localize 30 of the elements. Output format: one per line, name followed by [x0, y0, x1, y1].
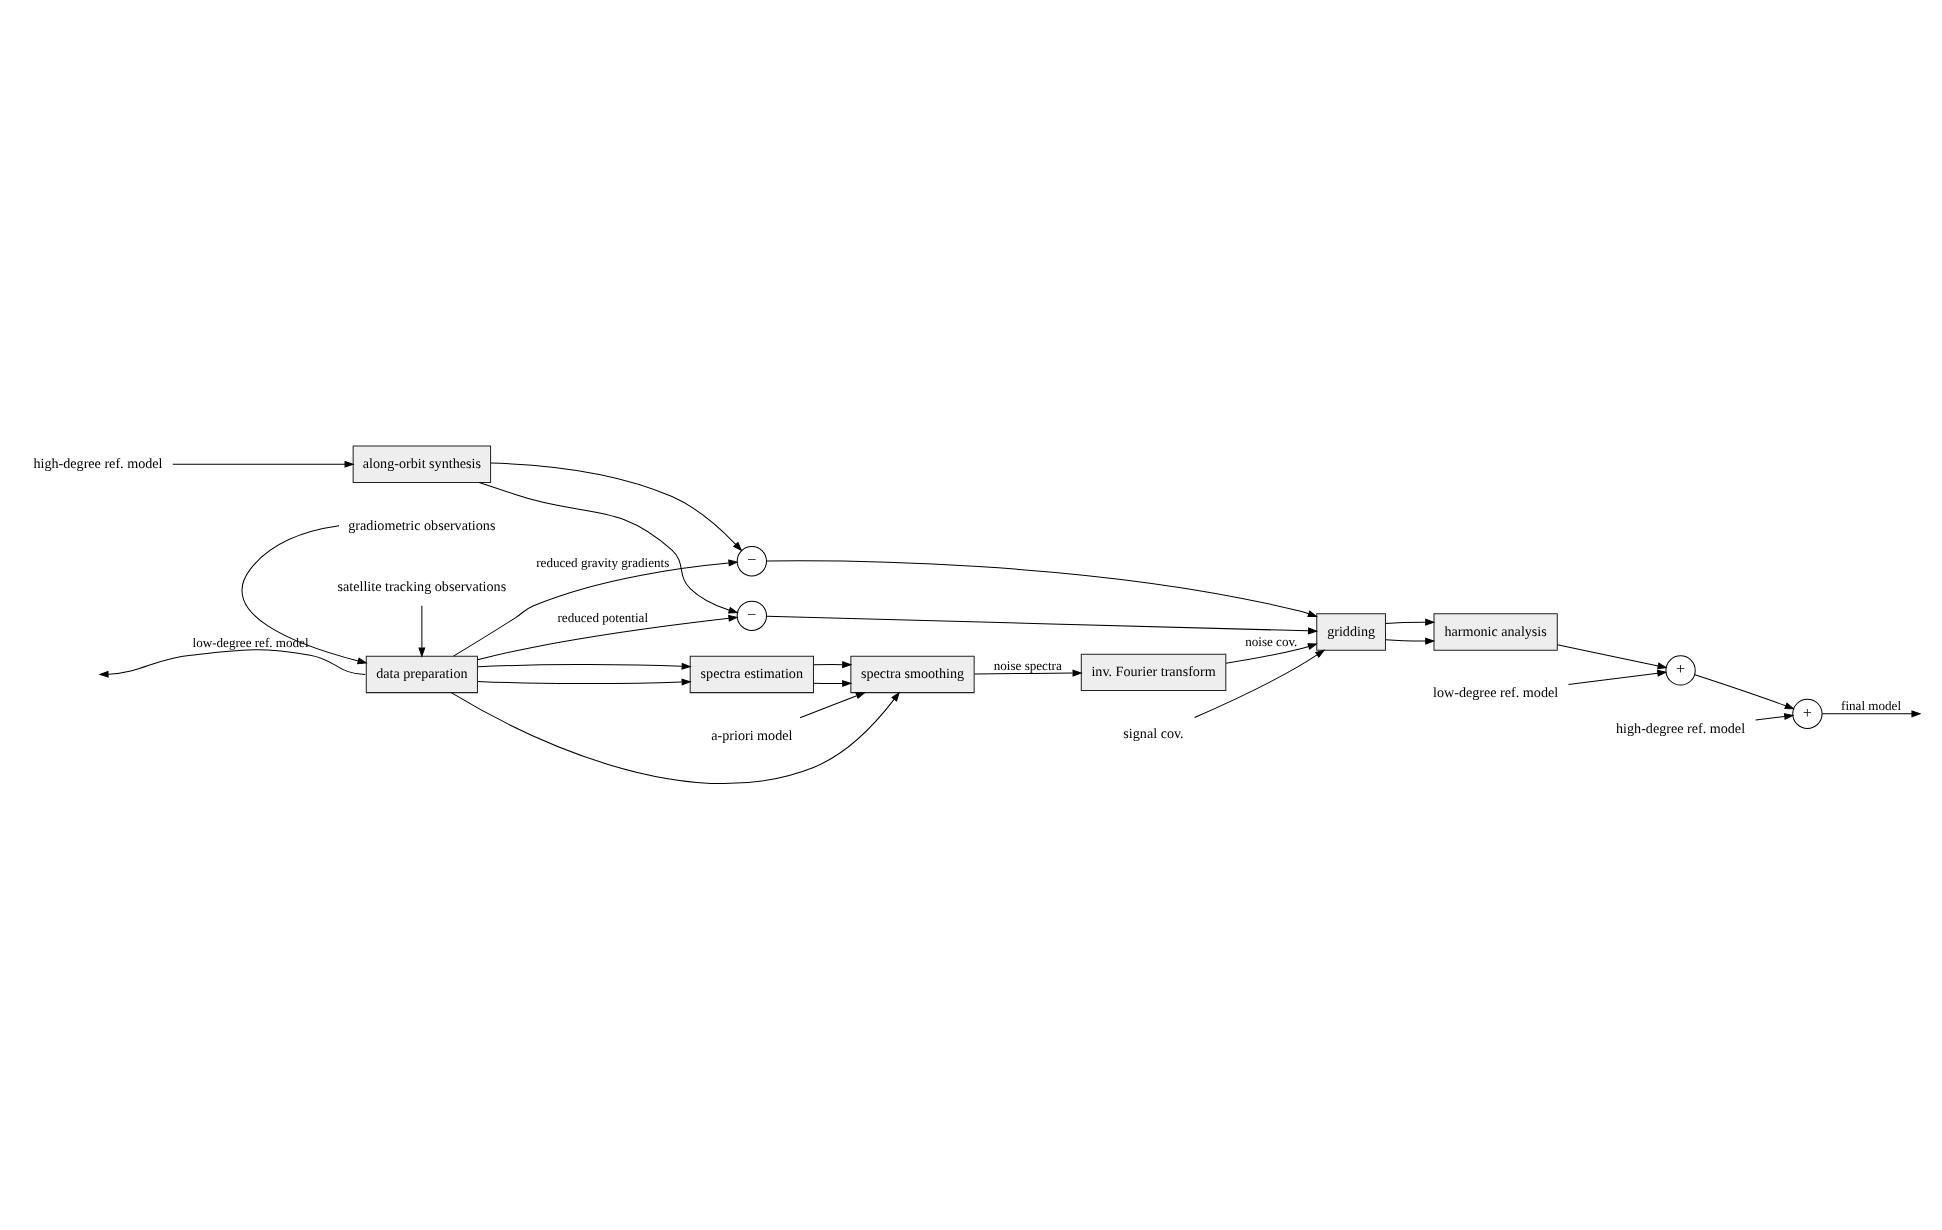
- node-circle: +: [1791, 698, 1822, 729]
- arrow: [1224, 643, 1317, 664]
- arrow: [171, 460, 354, 468]
- arrow: [972, 669, 1082, 677]
- arrow: [477, 481, 738, 614]
- node-circle: −: [735, 546, 766, 577]
- arrow: [449, 691, 900, 784]
- arrow: [1193, 649, 1325, 718]
- arrow: [476, 662, 691, 670]
- node-circle: +: [1664, 655, 1695, 686]
- node-circle: −: [735, 600, 766, 631]
- arrow: [1555, 644, 1667, 670]
- arrow: [489, 462, 742, 552]
- arrow: [476, 614, 738, 661]
- arrow: [798, 692, 865, 719]
- arrow: [1566, 669, 1667, 686]
- arrow: [451, 559, 738, 657]
- arrow: [97, 649, 365, 678]
- arrow: [240, 525, 367, 665]
- arrow: [1693, 674, 1794, 710]
- arrow: [1754, 713, 1794, 721]
- arrow: [812, 661, 852, 669]
- arrow: [765, 615, 1318, 635]
- arrow: [417, 605, 425, 658]
- arrow: [812, 679, 852, 687]
- arrow: [476, 678, 691, 686]
- arrow: [765, 560, 1317, 617]
- arrow: [1384, 637, 1435, 645]
- arrow: [1384, 618, 1435, 626]
- arrow: [1820, 710, 1921, 718]
